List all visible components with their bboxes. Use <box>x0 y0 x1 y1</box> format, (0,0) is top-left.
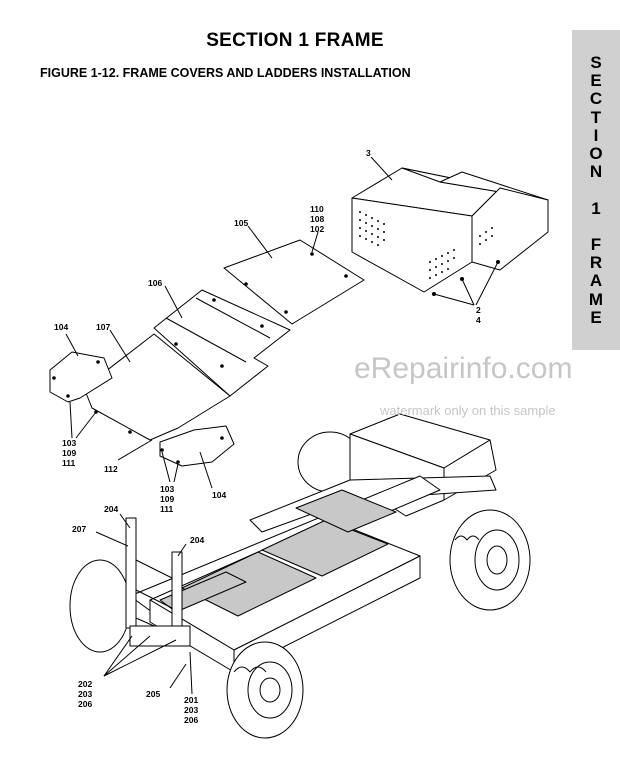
side-tab-letter: I <box>593 125 599 145</box>
section-title: SECTION 1 FRAME <box>206 30 384 51</box>
callout-206-right: 206 <box>184 715 198 725</box>
engine-cover-part <box>351 156 549 306</box>
callout-106: 106 <box>148 278 162 288</box>
callout-4: 4 <box>476 315 481 325</box>
callout-204-right: 204 <box>190 535 204 545</box>
side-tab-letter: C <box>589 89 603 109</box>
callout-105: 105 <box>234 218 248 228</box>
side-tab-letter: M <box>588 289 604 309</box>
callout-201: 201 <box>184 695 198 705</box>
side-tab-letter: N <box>589 162 603 182</box>
callout-102: 102 <box>310 224 324 234</box>
side-tab-letter: E <box>590 307 602 327</box>
callout-112: 112 <box>104 464 118 474</box>
step-cover-104-left <box>49 333 113 439</box>
side-tab-letter: O <box>589 144 603 164</box>
figure-title: FIGURE 1-12. FRAME COVERS AND LADDERS IN… <box>40 66 411 80</box>
callout-103-right: 103 <box>160 484 174 494</box>
side-tab-letter: T <box>590 107 602 127</box>
side-tab-letter: F <box>590 235 602 254</box>
callout-104-right: 104 <box>212 490 226 500</box>
callout-205: 205 <box>146 689 160 699</box>
callout-203-right: 203 <box>184 705 198 715</box>
callout-204-left: 204 <box>104 504 118 514</box>
callout-207: 207 <box>72 524 86 534</box>
watermark-subtext: watermark only on this sample <box>380 403 556 418</box>
callout-109-right: 109 <box>160 494 174 504</box>
callout-107: 107 <box>96 322 110 332</box>
callout-111-right: 111 <box>160 504 174 514</box>
callout-202: 202 <box>78 679 92 689</box>
callout-3: 3 <box>366 148 371 158</box>
side-tab-letter: S <box>590 53 602 72</box>
floor-plates-106-107 <box>83 285 291 461</box>
callout-110: 110 <box>310 204 324 214</box>
callout-103-left: 103 <box>62 438 76 448</box>
callout-2: 2 <box>476 305 481 315</box>
callout-labels: 3 110 108 102 105 106 2 4 104 107 103 10… <box>54 148 481 725</box>
side-tab-letter: E <box>590 71 602 91</box>
step-cover-104-right <box>159 425 235 489</box>
callout-109-left: 109 <box>62 448 76 458</box>
callout-111-left: 111 <box>62 458 76 468</box>
callout-206-left: 206 <box>78 699 92 709</box>
callout-108: 108 <box>310 214 324 224</box>
watermark-text: eRepairinfo.com <box>354 352 573 385</box>
side-tab-letter: 1 <box>591 198 601 218</box>
cover-plate-105 <box>223 225 365 325</box>
side-tab-letter: A <box>589 271 603 291</box>
chassis-assembly <box>69 413 531 739</box>
side-tab-letter: R <box>589 253 603 273</box>
callout-104-left: 104 <box>54 322 68 332</box>
callout-203-left: 203 <box>78 689 92 699</box>
